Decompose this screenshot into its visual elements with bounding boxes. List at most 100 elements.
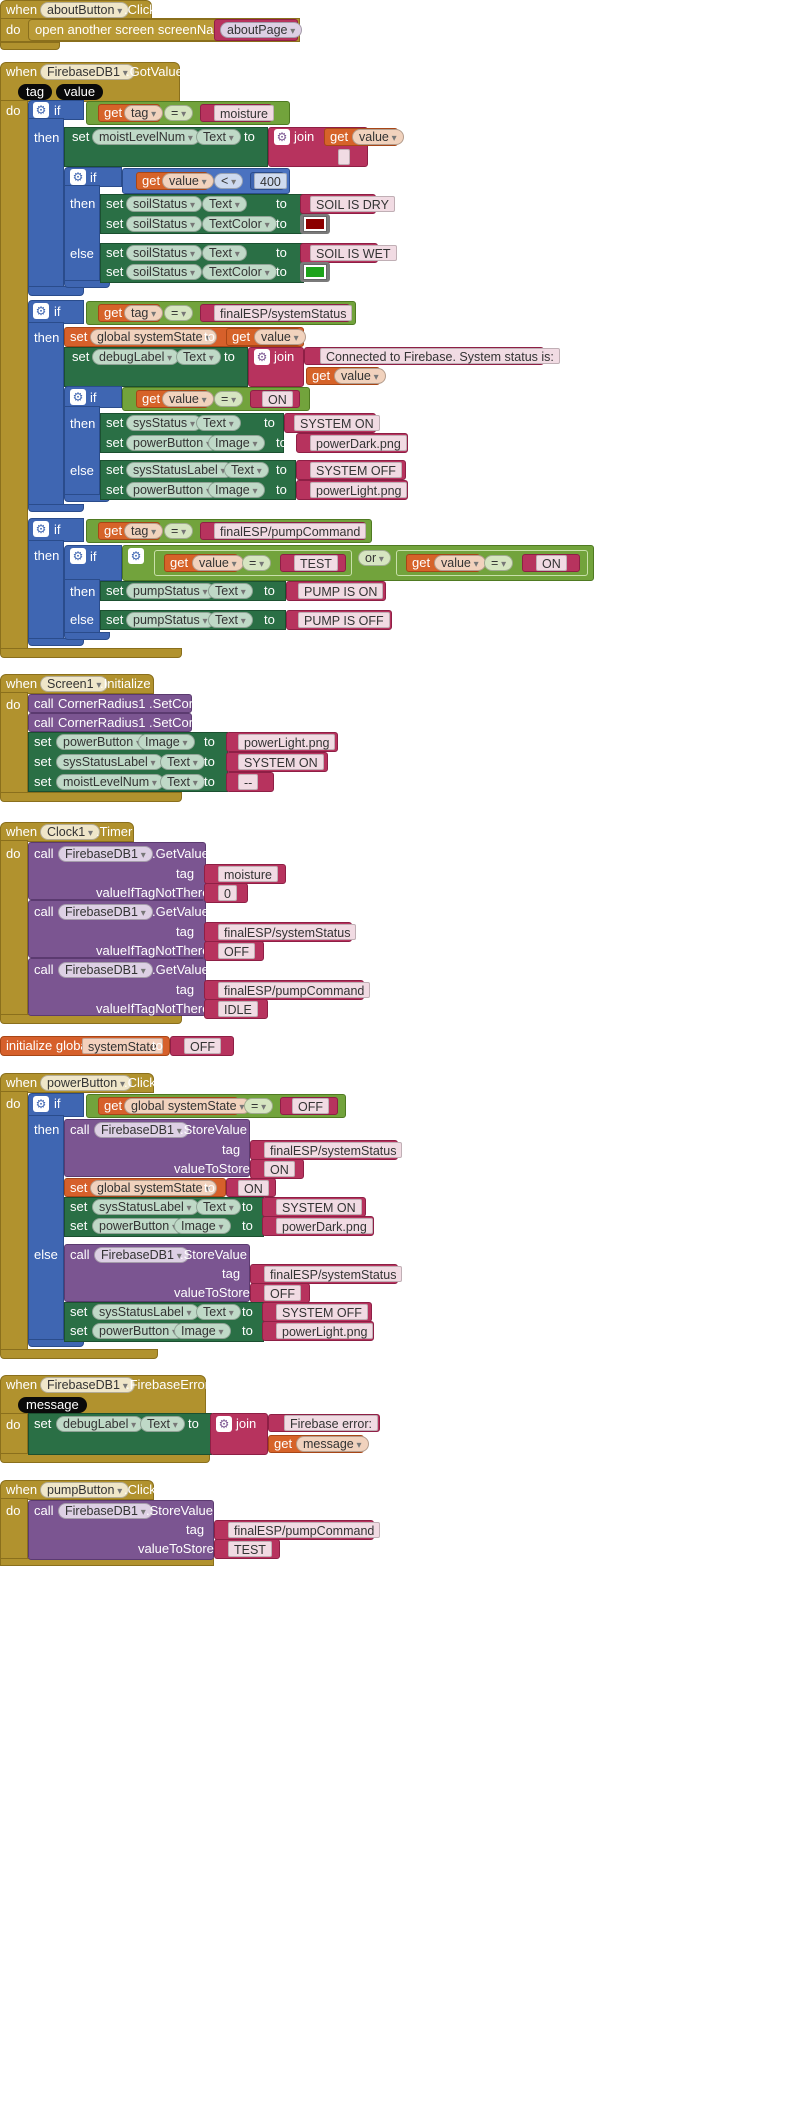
or-dropdown[interactable]: or [358,550,391,566]
get-var-dropdown[interactable]: value [334,368,386,384]
component-dropdown[interactable]: FirebaseDB1 [40,64,135,80]
get-var-dropdown[interactable]: value [434,555,486,571]
component-dropdown[interactable]: pumpStatus [126,612,215,628]
component-dropdown[interactable]: moistLevelNum [92,129,200,145]
property-dropdown[interactable]: Text [160,754,205,770]
string-value[interactable]: finalESP/systemStatus [264,1266,403,1282]
property-dropdown[interactable]: Text [202,245,247,261]
global-var-name[interactable]: systemState [82,1038,163,1054]
string-value[interactable]: ON [262,391,293,407]
property-dropdown[interactable]: Text [196,415,241,431]
component-dropdown[interactable]: sysStatusLabel [92,1199,199,1215]
string-value[interactable]: OFF [292,1098,329,1114]
string-value[interactable]: 0 [218,885,237,901]
property-dropdown[interactable]: Text [196,1304,241,1320]
param-message[interactable]: message [18,1397,87,1413]
global-var-dropdown[interactable]: global systemState [90,1180,218,1196]
component-dropdown[interactable]: powerButton [56,734,148,750]
operator-dropdown[interactable]: = [244,1098,274,1114]
component-dropdown[interactable]: FirebaseDB1 [58,1503,153,1519]
component-dropdown[interactable]: sysStatusLabel [126,462,233,478]
string-value[interactable]: OFF [184,1038,221,1054]
property-dropdown[interactable]: Text [208,583,253,599]
component-dropdown[interactable]: powerButton [126,482,218,498]
get-var-dropdown[interactable]: tag [124,305,164,321]
operator-dropdown[interactable]: < [214,173,244,189]
gear-icon[interactable]: ⚙ [70,548,86,564]
string-value[interactable]: finalESP/systemStatus [218,924,357,940]
string-value[interactable]: SOIL IS WET [310,245,397,261]
component-dropdown[interactable]: FirebaseDB1 [94,1247,189,1263]
string-value[interactable]: Firebase error: [284,1415,378,1431]
component-dropdown[interactable]: powerButton [92,1218,184,1234]
string-value[interactable]: OFF [264,1285,301,1301]
gear-icon[interactable]: ⚙ [254,349,270,365]
property-dropdown[interactable]: Text [202,196,247,212]
component-dropdown[interactable]: soilStatus [126,196,203,212]
component-dropdown[interactable]: soilStatus [126,245,203,261]
component-dropdown[interactable]: moistLevelNum [56,774,164,790]
gear-icon[interactable]: ⚙ [33,102,49,118]
string-value[interactable]: finalESP/pumpCommand [228,1522,381,1538]
gear-icon[interactable]: ⚙ [216,1416,232,1432]
property-dropdown[interactable]: Image [174,1218,231,1234]
string-value[interactable]: ON [536,555,567,571]
gear-icon[interactable]: ⚙ [33,1096,49,1112]
get-var-dropdown[interactable]: value [352,129,404,145]
component-dropdown[interactable]: debugLabel [56,1416,144,1432]
component-dropdown[interactable]: soilStatus [126,216,203,232]
string-value[interactable]: Connected to Firebase. System status is: [320,348,560,364]
gear-icon[interactable]: ⚙ [274,129,290,145]
property-dropdown[interactable]: Image [174,1323,231,1339]
color-swatch-dark-red[interactable] [303,216,327,232]
get-var-dropdown[interactable]: tag [124,105,164,121]
property-dropdown[interactable]: Image [208,435,265,451]
global-var-dropdown[interactable]: global systemState [90,329,218,345]
gear-icon[interactable]: ⚙ [33,303,49,319]
property-dropdown[interactable]: Text [140,1416,185,1432]
string-value[interactable]: powerLight.png [276,1323,374,1339]
get-var-dropdown[interactable]: value [162,391,214,407]
property-dropdown[interactable]: Text [196,129,241,145]
string-value[interactable]: finalESP/pumpCommand [214,523,367,539]
component-dropdown[interactable]: FirebaseDB1 [94,1122,189,1138]
operator-dropdown[interactable]: = [484,555,514,571]
component-dropdown[interactable]: Screen1 [40,676,109,692]
operator-dropdown[interactable]: = [164,305,194,321]
property-dropdown[interactable]: Text [160,774,205,790]
string-value[interactable]: ON [238,1180,269,1196]
string-value[interactable]: PUMP IS ON [298,583,384,599]
component-dropdown[interactable]: Clock1 [40,824,101,840]
string-value[interactable]: TEST [294,555,338,571]
param-tag[interactable]: tag [18,84,53,100]
get-var-dropdown[interactable]: global systemState [124,1098,252,1114]
color-swatch-green[interactable] [303,264,327,280]
component-dropdown[interactable]: FirebaseDB1 [58,904,153,920]
string-value[interactable]: PUMP IS OFF [298,612,390,628]
property-dropdown[interactable]: Text [196,1199,241,1215]
get-var-dropdown[interactable]: tag [124,523,164,539]
property-dropdown[interactable]: Image [138,734,195,750]
component-dropdown[interactable]: FirebaseDB1 [40,1377,135,1393]
string-value[interactable]: SYSTEM ON [238,754,324,770]
component-dropdown[interactable]: powerButton [40,1075,132,1091]
gear-icon[interactable]: ⚙ [70,169,86,185]
component-dropdown[interactable]: pumpStatus [126,583,215,599]
property-dropdown[interactable]: TextColor [202,216,277,232]
operator-dropdown[interactable]: = [164,523,194,539]
component-dropdown[interactable]: powerButton [126,435,218,451]
gear-icon[interactable]: ⚙ [128,548,144,564]
string-value[interactable]: SYSTEM ON [276,1199,362,1215]
string-value[interactable]: finalESP/pumpCommand [218,982,371,998]
string-value[interactable]: powerDark.png [276,1218,373,1234]
component-dropdown[interactable]: aboutButton [40,2,130,18]
string-value[interactable]: SOIL IS DRY [310,196,395,212]
string-value[interactable]: moisture [218,866,278,882]
property-dropdown[interactable]: TextColor [202,264,277,280]
gear-icon[interactable]: ⚙ [70,389,86,405]
component-dropdown[interactable]: FirebaseDB1 [58,846,153,862]
get-var-dropdown[interactable]: value [192,555,244,571]
string-value[interactable]: TEST [228,1541,272,1557]
string-value[interactable]: SYSTEM OFF [310,462,402,478]
component-dropdown[interactable]: sysStatus [126,415,202,431]
